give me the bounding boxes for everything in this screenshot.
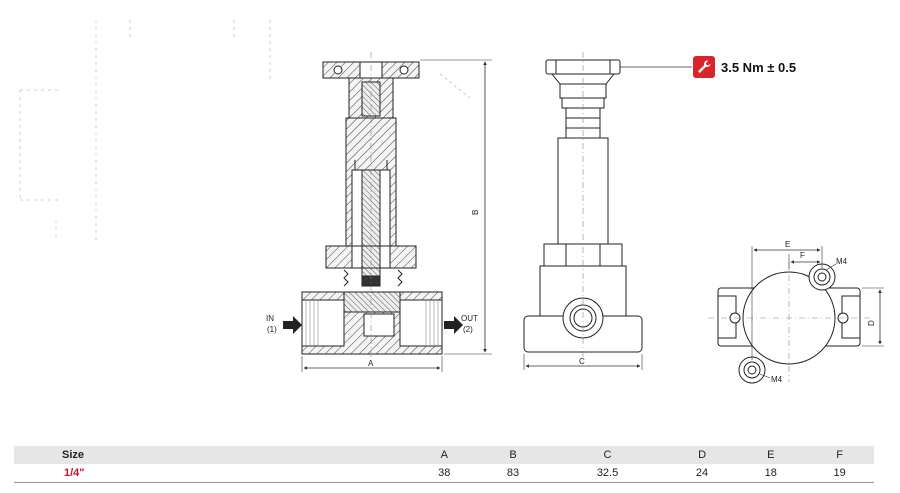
cell-f: 19 [805,464,874,483]
section-springs [343,269,403,287]
header-size: Size [14,446,410,464]
dimension-b [420,59,492,355]
faint-marks [19,20,271,240]
header-d: D [667,446,737,464]
dim-d-label: D [867,320,876,326]
dimension-table: Size A B C D E F 1/4" 38 83 32.5 24 18 1… [14,446,874,483]
m4-leaders [759,263,837,379]
header-c: C [547,446,668,464]
dimension-c [523,354,643,370]
top-mount-tab-lower [738,356,766,384]
header-e: E [736,446,806,464]
wrench-icon [693,56,715,78]
torque-callout: 3.5 Nm ± 0.5 [693,56,796,78]
dim-c-label: C [579,357,585,366]
cell-c: 32.5 [547,464,668,483]
dimension-f [788,254,821,270]
table-header-row: Size A B C D E F [14,446,874,464]
out-port-label: (2) [463,325,473,334]
section-view [301,52,443,358]
flow-arrows [283,316,463,334]
in-port-label: (1) [267,325,277,334]
header-b: B [478,446,548,464]
cell-a: 38 [409,464,479,483]
inlet-arrow [283,316,302,334]
dimension-d [862,287,884,347]
in-label: IN [266,314,274,323]
dim-e-label: E [785,240,790,249]
outlet-arrow [444,316,463,334]
cell-d: 24 [667,464,737,483]
cell-size: 1/4" [14,464,410,483]
dim-a-label: A [368,359,374,368]
dimension-e [751,246,823,360]
outlet-port [399,299,443,347]
top-center-lines [708,262,870,382]
table-row: 1/4" 38 83 32.5 24 18 19 [14,464,874,483]
header-a: A [409,446,479,464]
torque-value: 3.5 Nm ± 0.5 [721,59,797,75]
cell-e: 18 [736,464,806,483]
m4-bottom-label: M4 [771,375,783,384]
inlet-port [301,299,345,347]
out-label: OUT [461,314,478,323]
dim-f-label: F [800,251,805,260]
m4-top-label: M4 [836,257,848,266]
cell-b: 83 [478,464,548,483]
dim-b-label: B [471,210,480,215]
technical-drawing: IN (1) OUT (2) A B [19,20,884,384]
dimension-a [301,356,443,372]
header-f: F [805,446,874,464]
side-view [523,52,643,358]
